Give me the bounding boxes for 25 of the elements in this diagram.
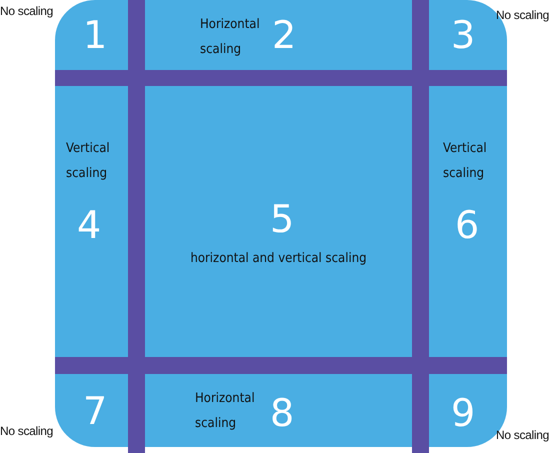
region-panel [55,0,128,70]
region-panel [55,374,128,447]
side-note: No scaling [496,428,550,442]
region-number: 1 [83,16,108,54]
region-panel [145,0,412,70]
region-label: Horizontal scaling [195,390,256,433]
region-panel [145,374,412,447]
region-label: Vertical scaling [66,140,111,183]
region-number: 8 [270,394,294,432]
region-label: Horizontal scaling [200,16,261,59]
region-number: 4 [77,206,102,244]
side-note: No scaling [0,4,54,18]
region-number: 5 [270,200,294,238]
region-number: 9 [451,394,476,432]
side-note: No scaling [0,424,54,438]
region-number: 7 [83,392,108,430]
region-panel [145,86,412,357]
region-number: 3 [451,16,476,54]
region-label: horizontal and vertical scaling [189,250,368,268]
region-number: 2 [272,16,296,54]
region-panel [429,86,507,357]
region-label: Vertical scaling [443,140,488,183]
region-number: 6 [455,206,480,244]
region-panel [55,86,128,357]
side-note: No scaling [496,8,550,22]
